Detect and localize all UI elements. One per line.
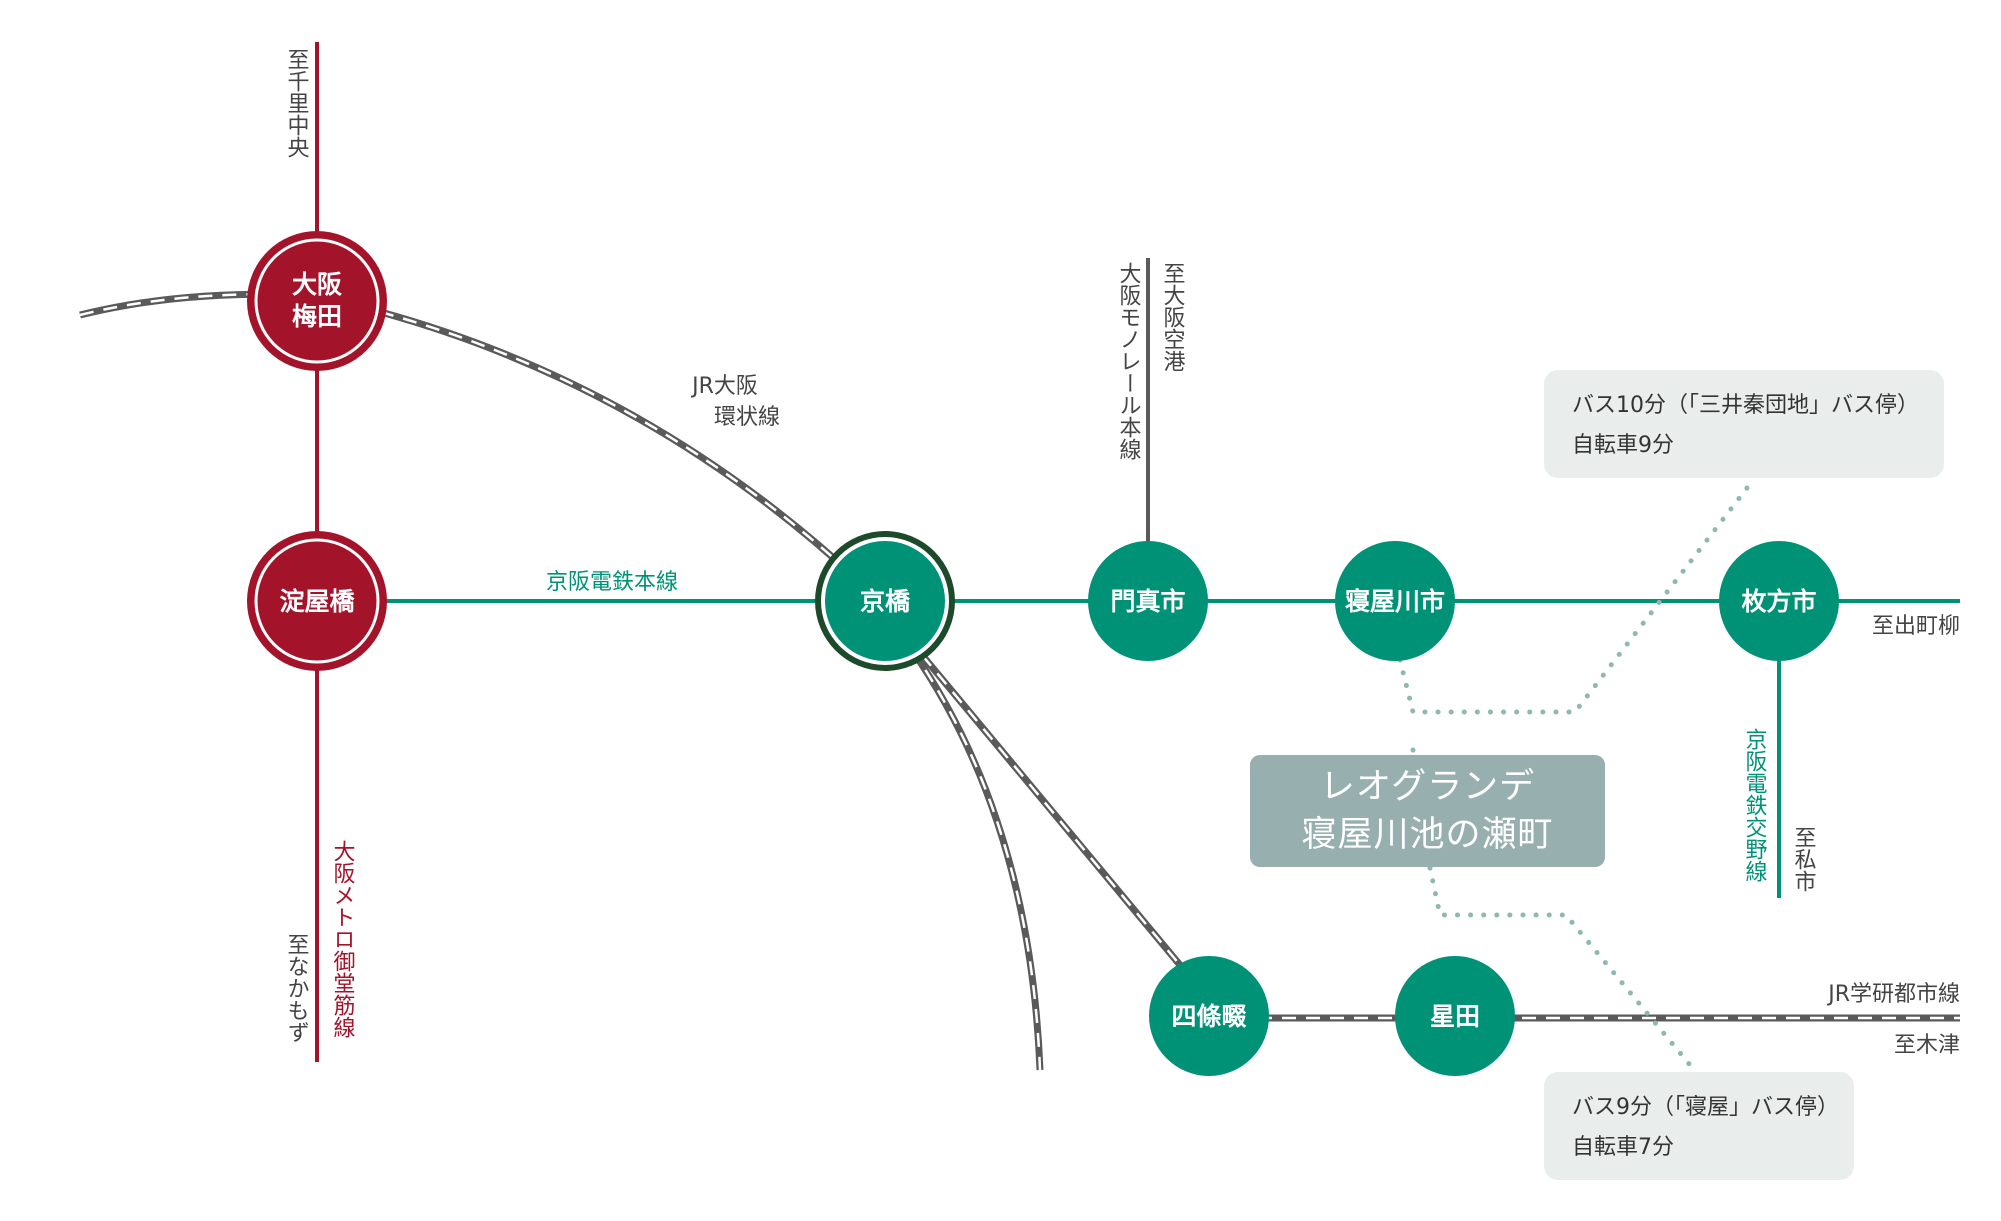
jr-loop-line [79, 290, 1044, 1071]
access-box-south: バス9分（「寝屋」バス停） 自転車7分 [1544, 1072, 1854, 1180]
station-kyobashi[interactable]: 京橋 [815, 531, 955, 671]
station-hirakata-label: 枚方市 [1741, 587, 1816, 616]
station-yodoyabashi-label: 淀屋橋 [279, 587, 355, 616]
jr-gakkentoshi-line [919, 652, 1960, 1022]
keihan-katano-line-label: 京阪電鉄交野線 [1742, 728, 1768, 882]
direction-nakamozu: 至なかもず [284, 933, 309, 1043]
access-north-bus: バス10分（「三井秦団地」バス停） [1572, 393, 1919, 418]
station-umeda-label-1: 大阪 [292, 270, 342, 299]
monorail-line-label: 大阪モノレール本線 [1116, 262, 1142, 460]
direction-kisaichi: 至私市 [1791, 826, 1817, 892]
access-box-north: バス10分（「三井秦団地」バス停） 自転車9分 [1544, 370, 1944, 478]
jr-gakkentoshi-label: JR学研都市線 [1826, 982, 1960, 1007]
jr-loop-label-1: JR大阪 [690, 374, 758, 399]
property-box[interactable]: レオグランデ 寝屋川池の瀬町 [1250, 755, 1605, 867]
station-kyobashi-label: 京橋 [860, 587, 911, 616]
station-shijonawate-label: 四條畷 [1171, 1002, 1246, 1031]
jr-loop-label-2: 環状線 [714, 405, 780, 430]
access-north-bike: 自転車9分 [1572, 433, 1674, 458]
direction-kizu: 至木津 [1894, 1033, 1960, 1058]
midosuji-line-label: 大阪メトロ御堂筋線 [330, 840, 356, 1038]
property-name-line1: レオグランデ [1319, 767, 1536, 807]
station-hoshida-label: 星田 [1430, 1002, 1480, 1031]
access-south-bus: バス9分（「寝屋」バス停） [1572, 1095, 1839, 1120]
station-kadoma[interactable]: 門真市 [1088, 541, 1208, 661]
direction-osaka-airport: 至大阪空港 [1160, 262, 1186, 372]
keihan-main-line-label: 京阪電鉄本線 [546, 570, 678, 595]
station-kadoma-label: 門真市 [1110, 587, 1185, 616]
property-name-line2: 寝屋川池の瀬町 [1301, 815, 1554, 855]
station-neyagawa-label: 寝屋川市 [1345, 587, 1445, 616]
access-route-dotted [1397, 485, 1750, 1068]
direction-demachiyanagi: 至出町柳 [1872, 614, 1960, 639]
station-hirakata[interactable]: 枚方市 [1719, 541, 1839, 661]
access-south-bike: 自転車7分 [1572, 1135, 1674, 1160]
station-shijonawate[interactable]: 四條畷 [1149, 956, 1269, 1076]
station-neyagawa[interactable]: 寝屋川市 [1335, 541, 1455, 661]
station-yodoyabashi[interactable]: 淀屋橋 [247, 531, 387, 671]
station-umeda[interactable]: 大阪 梅田 [247, 231, 387, 371]
station-hoshida[interactable]: 星田 [1395, 956, 1515, 1076]
station-umeda-label-2: 梅田 [292, 302, 342, 331]
direction-senri-chuo: 至千里中央 [284, 48, 310, 158]
